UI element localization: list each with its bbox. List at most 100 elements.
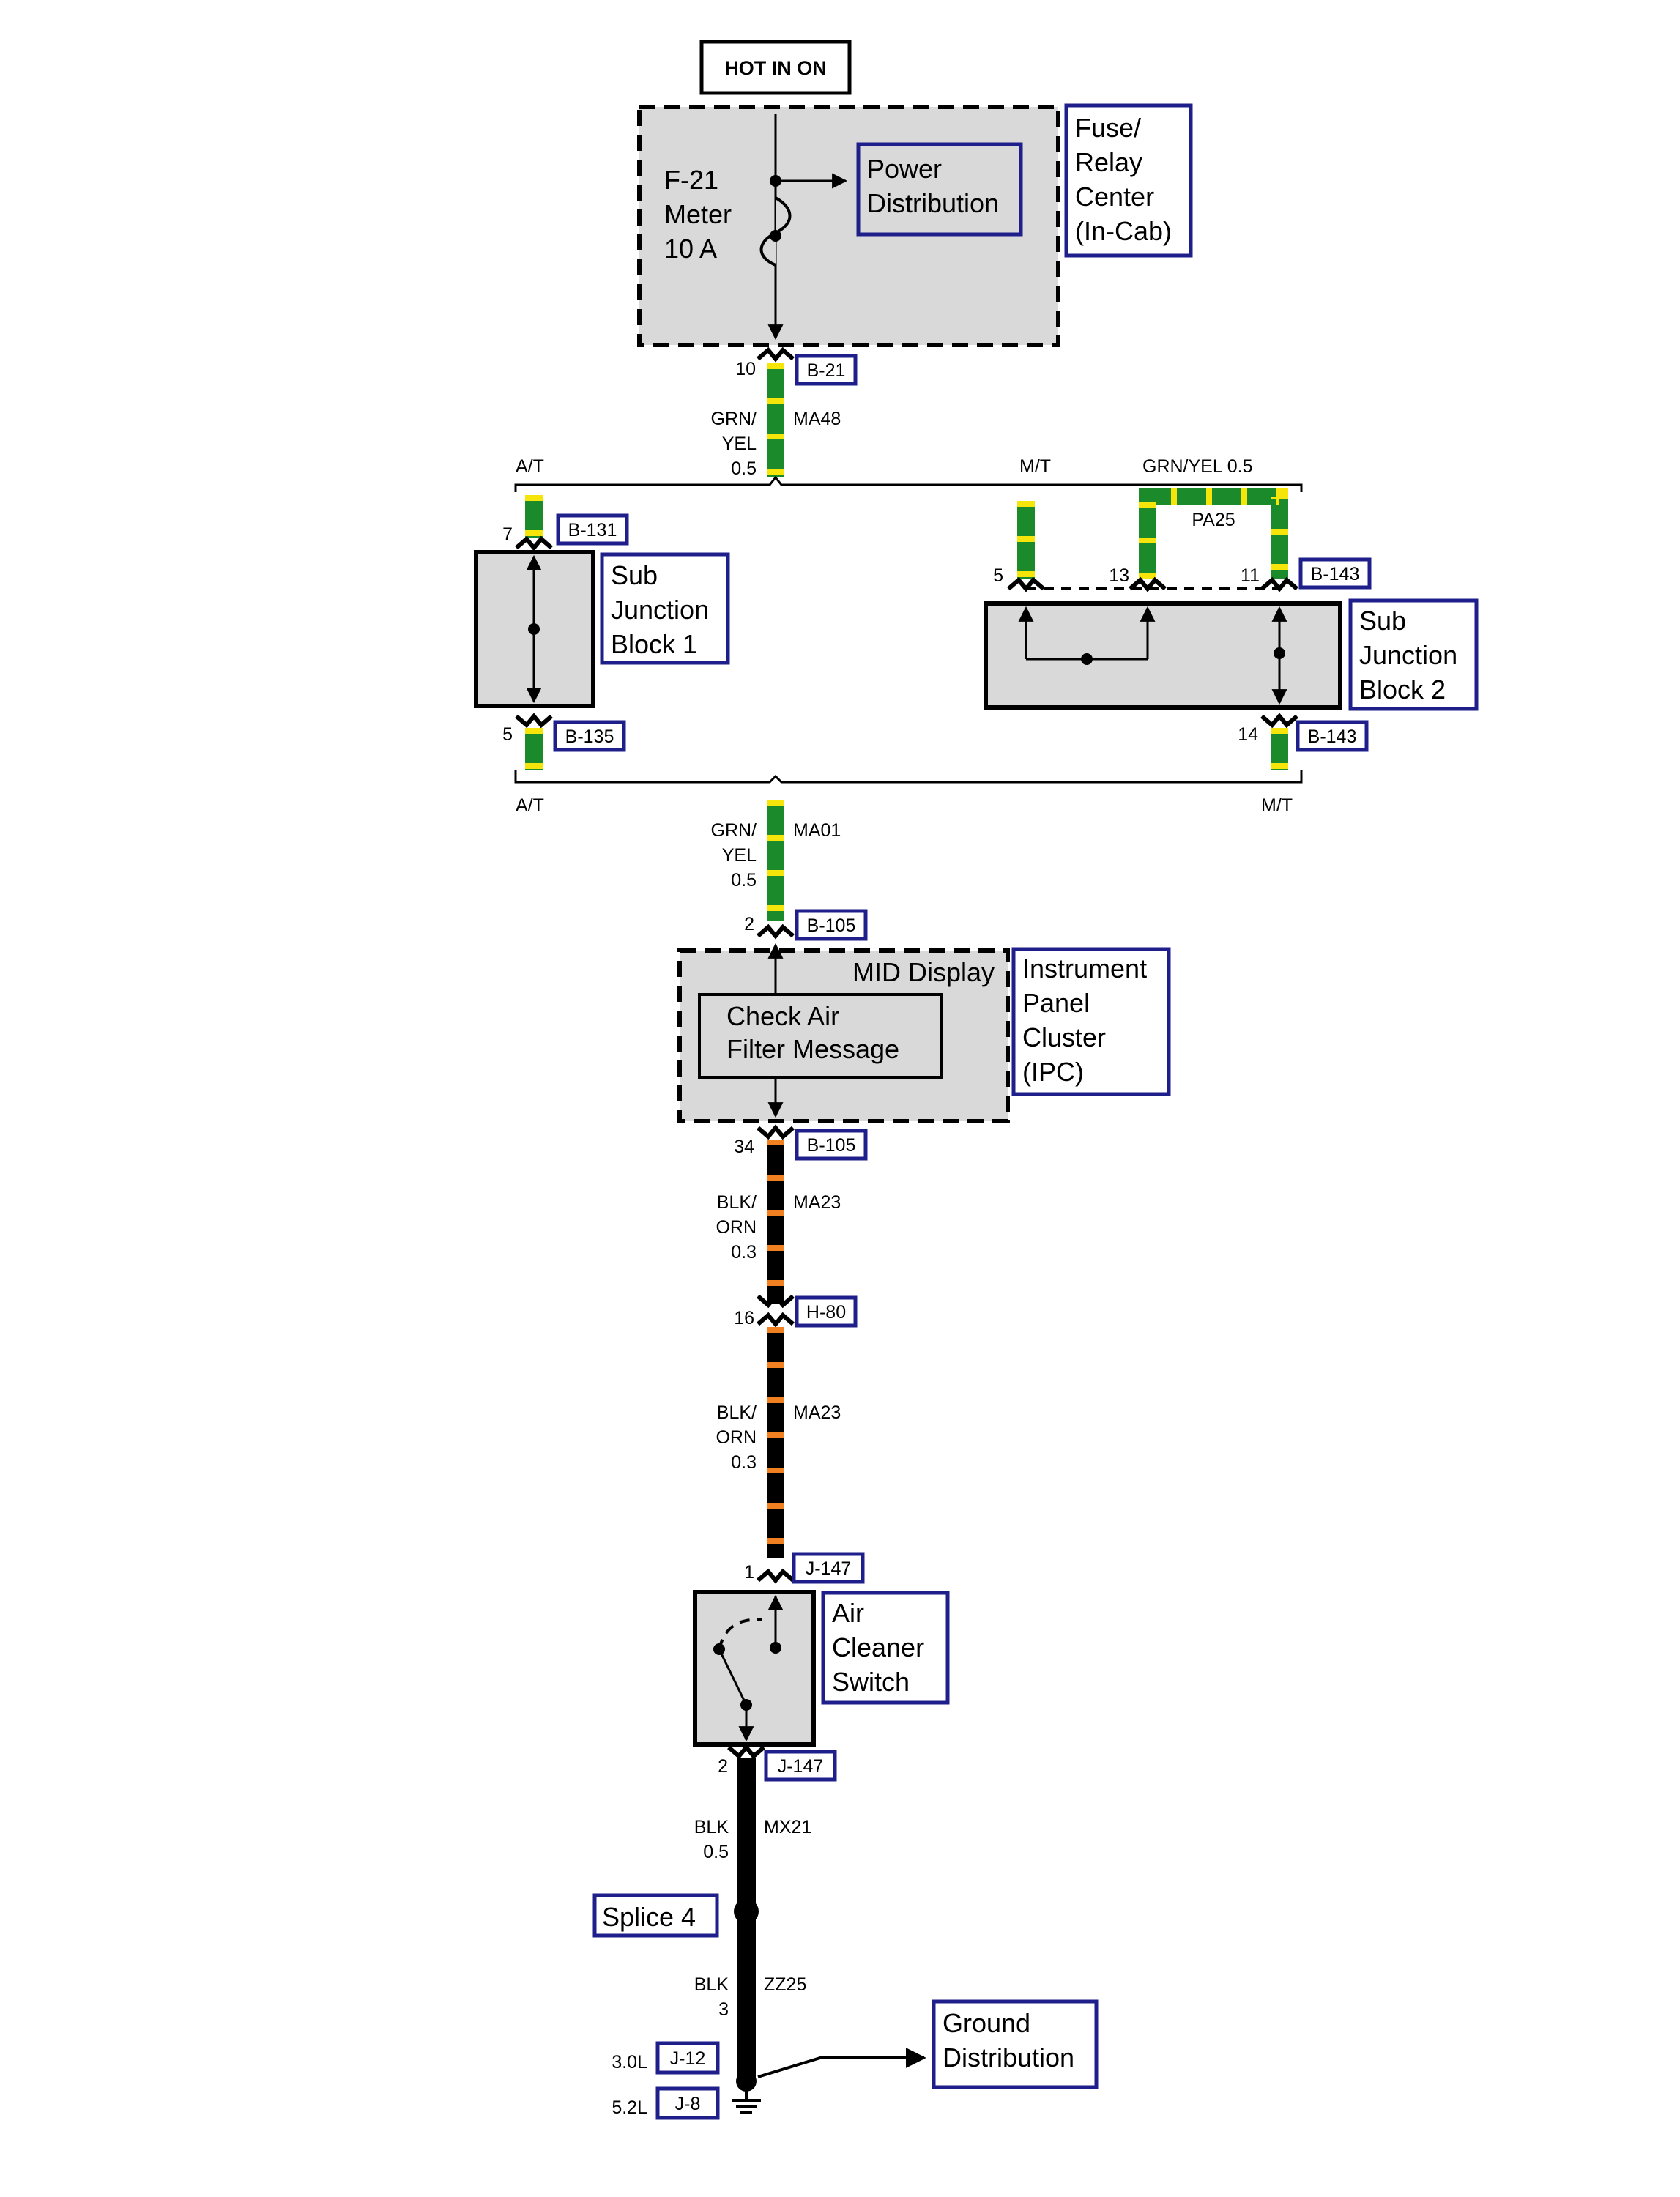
connector-b21-pin bbox=[757, 346, 795, 363]
ground-symbol bbox=[732, 2091, 761, 2114]
svg-text:B-105: B-105 bbox=[807, 1135, 856, 1156]
pin-13-label: 13 bbox=[1109, 565, 1129, 586]
sub-junction-block-1-label: Sub Junction Block 1 bbox=[600, 552, 730, 665]
sjb2-node-left bbox=[1081, 653, 1093, 665]
ground-distribution-label: Ground Distribution bbox=[932, 1999, 1099, 2089]
pin-5b-label: 5 bbox=[993, 565, 1003, 586]
svg-text:0.3: 0.3 bbox=[731, 1452, 757, 1473]
wire-ma48-color: GRN/ YEL 0.5 bbox=[711, 409, 757, 479]
sjb1-node bbox=[528, 623, 540, 635]
svg-text:BLK/: BLK/ bbox=[717, 1192, 757, 1213]
svg-text:B-135: B-135 bbox=[565, 726, 614, 747]
svg-text:Instrument: Instrument bbox=[1022, 953, 1147, 984]
pin-10-label: 10 bbox=[735, 359, 756, 379]
connector-b105-bottom-tag: B-105 bbox=[795, 1129, 868, 1161]
variant-mt-bottom: M/T bbox=[1261, 795, 1293, 816]
connector-b105-top-tag: B-105 bbox=[795, 909, 868, 941]
pin-7-label: 7 bbox=[502, 524, 513, 545]
wire-mx21-color: BLK 0.5 bbox=[694, 1817, 729, 1862]
wire-ma01-circuit: MA01 bbox=[793, 820, 841, 841]
svg-text:B-143: B-143 bbox=[1311, 564, 1360, 584]
variant-at-top: A/T bbox=[516, 456, 544, 477]
wire-ma23-upper-color: BLK/ ORN 0.3 bbox=[716, 1192, 757, 1263]
air-cleaner-switch-label: Air Cleaner Switch bbox=[821, 1591, 950, 1705]
engine-30l-label: 3.0L bbox=[612, 2052, 647, 2073]
svg-text:J-147: J-147 bbox=[806, 1558, 852, 1579]
connector-b135-pin bbox=[515, 713, 553, 729]
wire-mx21-circuit: MX21 bbox=[764, 1817, 811, 1837]
svg-text:Center: Center bbox=[1075, 182, 1154, 212]
connector-b105-pin-2 bbox=[757, 923, 795, 940]
svg-text:0.3: 0.3 bbox=[731, 1242, 757, 1263]
svg-text:B-131: B-131 bbox=[568, 520, 617, 540]
svg-text:Switch: Switch bbox=[832, 1667, 910, 1697]
svg-text:Distribution: Distribution bbox=[943, 2042, 1074, 2073]
svg-text:GRN/: GRN/ bbox=[711, 820, 757, 841]
connector-b143-bottom-tag: B-143 bbox=[1296, 720, 1369, 752]
svg-text:Power: Power bbox=[867, 154, 942, 184]
svg-text:F-21: F-21 bbox=[664, 165, 718, 195]
wire-zz25-circuit: ZZ25 bbox=[764, 1974, 806, 1995]
splice-4-label: Splice 4 bbox=[592, 1893, 719, 1938]
sub-junction-block-2 bbox=[984, 601, 1342, 710]
ipc-label: Instrument Panel Cluster (IPC) bbox=[1011, 947, 1171, 1096]
wire-ma23-lower-color: BLK/ ORN 0.3 bbox=[716, 1402, 757, 1473]
sub-junction-block-2-label: Sub Junction Block 2 bbox=[1348, 598, 1479, 711]
connector-j147-bottom-tag: J-147 bbox=[764, 1750, 837, 1782]
svg-text:ORN: ORN bbox=[716, 1427, 757, 1448]
pin-5a-label: 5 bbox=[502, 724, 513, 745]
svg-text:0.5: 0.5 bbox=[731, 458, 757, 479]
option-bracket-top bbox=[514, 475, 1303, 492]
svg-text:B-21: B-21 bbox=[807, 360, 846, 381]
svg-text:Sub: Sub bbox=[1359, 606, 1406, 636]
option-bracket-bottom bbox=[514, 770, 1303, 784]
wire-zz25-color: BLK 3 bbox=[694, 1974, 729, 2020]
svg-text:J-8: J-8 bbox=[675, 2094, 701, 2114]
svg-text:YEL: YEL bbox=[722, 434, 757, 454]
wire-ma01-color: GRN/ YEL 0.5 bbox=[711, 820, 757, 891]
sjb2-node-right bbox=[1274, 647, 1285, 659]
svg-text:(In-Cab): (In-Cab) bbox=[1075, 216, 1172, 246]
svg-text:Cluster: Cluster bbox=[1022, 1022, 1106, 1052]
svg-text:10 A: 10 A bbox=[664, 234, 717, 264]
connector-b131-pin bbox=[515, 535, 553, 551]
engine-52l-label: 5.2L bbox=[612, 2097, 647, 2118]
ground-node bbox=[736, 2071, 757, 2092]
svg-text:Fuse/: Fuse/ bbox=[1075, 113, 1141, 143]
svg-text:Distribution: Distribution bbox=[867, 188, 999, 218]
pin-14-label: 14 bbox=[1238, 724, 1258, 745]
svg-text:Filter Message: Filter Message bbox=[726, 1034, 899, 1064]
svg-text:Air: Air bbox=[832, 1598, 864, 1628]
svg-text:GRN/: GRN/ bbox=[711, 409, 757, 429]
svg-text:Check Air: Check Air bbox=[726, 1001, 839, 1031]
hot-in-label: HOT IN ON bbox=[699, 40, 852, 95]
svg-text:0.5: 0.5 bbox=[731, 870, 757, 891]
switch-blade bbox=[718, 1648, 748, 1706]
check-air-filter-message-box: Check Air Filter Message bbox=[698, 993, 943, 1079]
connector-b135-tag: B-135 bbox=[553, 720, 626, 752]
connector-h80-female bbox=[757, 1312, 795, 1328]
svg-text:0.5: 0.5 bbox=[703, 1842, 729, 1862]
svg-text:H-80: H-80 bbox=[806, 1302, 846, 1323]
pin-11-label: 11 bbox=[1241, 565, 1260, 586]
svg-text:YEL: YEL bbox=[722, 845, 757, 866]
svg-text:Block 1: Block 1 bbox=[611, 629, 697, 659]
connector-j147-pin-2 bbox=[727, 1744, 765, 1760]
svg-text:BLK: BLK bbox=[694, 1817, 729, 1837]
svg-text:Splice 4: Splice 4 bbox=[602, 1902, 696, 1932]
ground-distribution-arrow bbox=[757, 2048, 926, 2078]
fuse-relay-center-label: Fuse/ Relay Center (In-Cab) bbox=[1064, 103, 1193, 258]
svg-text:B-105: B-105 bbox=[807, 915, 856, 936]
wire-ma48-circuit: MA48 bbox=[793, 409, 841, 429]
connector-b143-pin-5 bbox=[1007, 576, 1045, 592]
connector-b143-top-tag: B-143 bbox=[1298, 557, 1372, 590]
connector-b105-pin-34 bbox=[757, 1124, 795, 1140]
wire-ma23-upper-circuit: MA23 bbox=[793, 1192, 841, 1213]
connector-j8-tag: J-8 bbox=[655, 2086, 720, 2120]
air-cleaner-switch-block bbox=[693, 1590, 816, 1747]
pin-2b-label: 2 bbox=[718, 1756, 728, 1777]
pin-1-label: 1 bbox=[744, 1562, 754, 1583]
svg-text:Cleaner: Cleaner bbox=[832, 1632, 924, 1662]
connector-h80-male bbox=[757, 1293, 795, 1309]
